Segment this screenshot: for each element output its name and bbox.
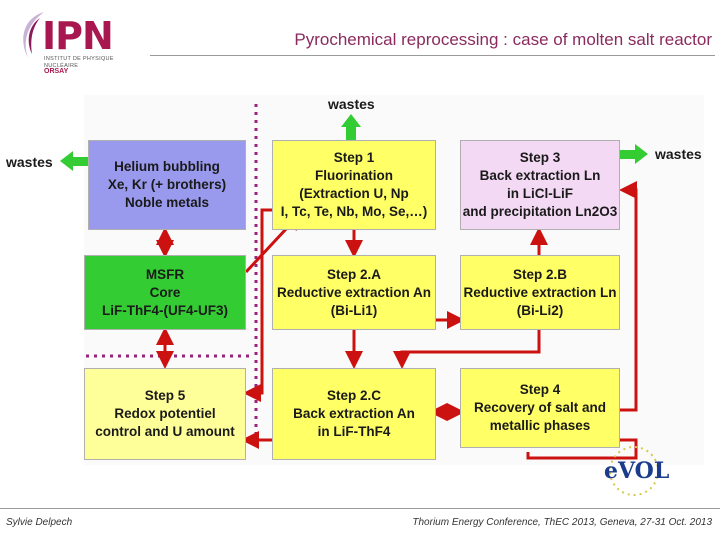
step3-line-1: Step 3 bbox=[519, 150, 561, 165]
waste-arrow-right bbox=[620, 144, 648, 164]
step4-line-2: Recovery of salt and bbox=[473, 400, 607, 415]
msfr-line-3: LiF-ThF4-(UF4-UF3) bbox=[102, 302, 228, 318]
step1-line-4: I, Tc, Te, Nb, Mo, Se,…) bbox=[280, 204, 428, 219]
step2a-line-3: (Bi-Li1) bbox=[330, 302, 378, 318]
footer-author: Sylvie Delpech bbox=[6, 517, 73, 528]
step2a-line-1: Step 2.A bbox=[326, 266, 381, 282]
waste-arrow-left bbox=[60, 151, 88, 171]
step1-line-3: (Extraction U, Np bbox=[299, 186, 409, 201]
slide-title: Pyrochemical reprocessing : case of molt… bbox=[294, 30, 712, 49]
wastes-label-right: wastes bbox=[655, 146, 702, 162]
footer-conference: Thorium Energy Conference, ThEC 2013, Ge… bbox=[412, 517, 712, 528]
logo-text: IPN bbox=[42, 14, 114, 58]
title-divider bbox=[150, 55, 715, 56]
step2b-line-2: Reductive extraction Ln bbox=[463, 284, 617, 300]
box-step2c: Step 2.C Back extraction An in LiF-ThF4 bbox=[272, 368, 436, 460]
step1-line-1: Step 1 bbox=[333, 150, 375, 165]
arrow-step4-loop bbox=[526, 438, 638, 460]
box-step2a: Step 2.A Reductive extraction An (Bi-Li1… bbox=[272, 255, 436, 330]
logo-subtitle: INSTITUT DE PHYSIQUE NUCLÉAIRE bbox=[44, 56, 114, 69]
arrow-step2b-step2c bbox=[393, 330, 541, 369]
box-step3: Step 3 Back extraction Ln in LiCl-LiF an… bbox=[460, 140, 620, 230]
box-step1: Step 1 Fluorination (Extraction U, Np I,… bbox=[272, 140, 436, 230]
evol-logo-text: eVOL bbox=[604, 458, 670, 484]
step2c-line-1: Step 2.C bbox=[326, 388, 381, 403]
msfr-line-1: MSFR bbox=[145, 266, 185, 282]
step2c-line-2: Back extraction An bbox=[293, 406, 415, 421]
msfr-line-2: Core bbox=[149, 284, 181, 300]
step2a-line-2: Reductive extraction An bbox=[276, 284, 432, 300]
logo-swirl-icon bbox=[23, 12, 44, 58]
evol-stars-icon bbox=[609, 446, 659, 496]
step3-line-3: in LiCl-LiF bbox=[507, 186, 573, 201]
box-msfr-core: MSFR Core LiF-ThF4-(UF4-UF3) bbox=[84, 255, 246, 330]
helium-line-3: Noble metals bbox=[124, 195, 210, 210]
arrow-step4-step3 bbox=[619, 181, 638, 412]
step2b-line-1: Step 2.B bbox=[512, 266, 567, 282]
evol-logo: eVOL bbox=[598, 444, 670, 498]
step5-line-2: Redox potentiel bbox=[114, 406, 216, 421]
footer-divider bbox=[0, 508, 720, 509]
ipn-logo: IPN INSTITUT DE PHYSIQUE NUCLÉAIRE ORSAY bbox=[14, 8, 124, 78]
step4-line-3: metallic phases bbox=[489, 418, 591, 433]
logo-city: ORSAY bbox=[44, 68, 69, 75]
box-step5: Step 5 Redox potentiel control and U amo… bbox=[84, 368, 246, 460]
arrow-step1-step5 bbox=[243, 208, 272, 402]
step1-line-2: Fluorination bbox=[314, 168, 393, 183]
step2c-line-3: in LiF-ThF4 bbox=[317, 424, 391, 439]
step4-line-1: Step 4 bbox=[519, 382, 561, 397]
wastes-label-left: wastes bbox=[6, 154, 53, 170]
step3-line-2: Back extraction Ln bbox=[479, 168, 601, 183]
step5-line-1: Step 5 bbox=[144, 388, 186, 403]
helium-line-1: Helium bubbling bbox=[114, 159, 220, 174]
box-step2b: Step 2.B Reductive extraction Ln (Bi-Li2… bbox=[460, 255, 620, 330]
wastes-label-top: wastes bbox=[328, 96, 375, 112]
waste-arrow-top bbox=[341, 114, 361, 140]
step5-line-3: control and U amount bbox=[95, 424, 235, 439]
step3-line-4: and precipitation Ln2O3 bbox=[462, 204, 618, 219]
helium-line-2: Xe, Kr (+ brothers) bbox=[107, 177, 227, 192]
box-step4: Step 4 Recovery of salt and metallic pha… bbox=[460, 368, 620, 448]
box-helium-bubbling: Helium bubbling Xe, Kr (+ brothers) Nobl… bbox=[88, 140, 246, 230]
step2b-line-3: (Bi-Li2) bbox=[516, 302, 564, 318]
